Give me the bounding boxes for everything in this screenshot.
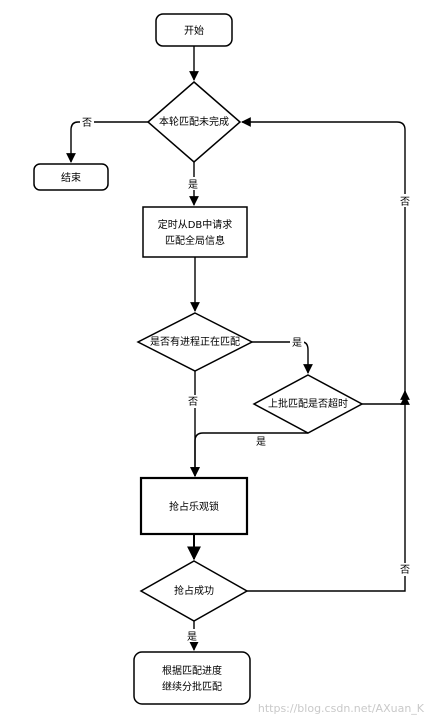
edge-loop-back-to-round <box>241 117 406 396</box>
label-process-yes: 是 <box>292 337 302 349</box>
label-round-yes: 是 <box>188 179 198 191</box>
timeout-check-label: 上批匹配是否超时 <box>268 397 348 410</box>
end-node-label: 结束 <box>61 171 81 184</box>
label-round-no: 否 <box>82 117 92 129</box>
start-node: 开始 <box>155 13 233 47</box>
label-grab-yes: 是 <box>187 631 197 643</box>
process-check-label: 是否有进程正在匹配 <box>150 335 240 348</box>
round-check-label: 本轮匹配未完成 <box>159 115 229 128</box>
fetch-line1-label: 定时从DB中请求 <box>158 218 233 231</box>
continue-match-node: 根据匹配进度 继续分批匹配 <box>133 651 251 705</box>
match-line1-label: 根据匹配进度 <box>162 664 222 677</box>
match-line2-label: 继续分批匹配 <box>162 680 222 693</box>
fetch-global-info-box: 定时从DB中请求 匹配全局信息 <box>142 206 248 258</box>
edge-timeout-no-to-loop <box>362 390 410 405</box>
edge-timeout-yes-to-lock <box>190 432 308 477</box>
grab-success-diamond: 抢占成功 <box>139 560 249 622</box>
process-check-diamond: 是否有进程正在匹配 <box>136 312 254 372</box>
watermark-text: https://blog.csdn.net/AXuan_K <box>258 702 425 715</box>
round-check-diamond: 本轮匹配未完成 <box>146 81 242 163</box>
grab-lock-box: 抢占乐观锁 <box>139 476 249 536</box>
grab-lock-label: 抢占乐观锁 <box>169 500 219 513</box>
edge-round-no-to-end <box>66 121 148 163</box>
label-process-no: 否 <box>188 396 198 408</box>
fetch-line2-label: 匹配全局信息 <box>165 234 225 247</box>
label-round-loop-no: 否 <box>400 196 410 208</box>
timeout-check-diamond: 上批匹配是否超时 <box>252 374 364 434</box>
edge-success-no-to-loop <box>247 395 410 592</box>
grab-success-label: 抢占成功 <box>174 584 214 597</box>
start-node-label: 开始 <box>184 24 204 37</box>
end-node: 结束 <box>33 163 109 191</box>
label-grab-no: 否 <box>400 564 410 576</box>
label-timeout-yes: 是 <box>256 436 266 448</box>
